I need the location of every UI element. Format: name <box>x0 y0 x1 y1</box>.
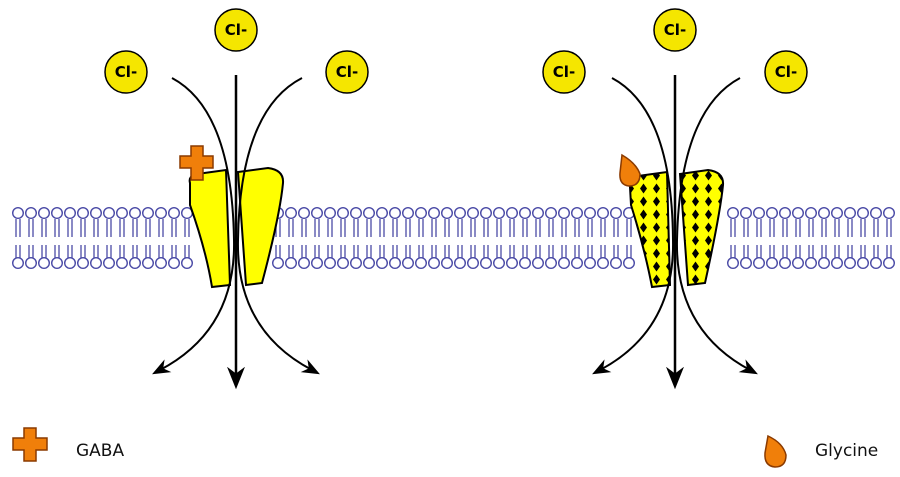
phospholipid <box>52 208 63 269</box>
phospholipid <box>91 208 102 269</box>
phospholipid <box>546 208 557 269</box>
glycine-receptor-channel <box>600 75 750 378</box>
phospholipid <box>806 208 817 269</box>
phospholipid <box>832 208 843 269</box>
phospholipid <box>468 208 479 269</box>
phospholipid <box>351 208 362 269</box>
phospholipid <box>39 208 50 269</box>
phospholipid <box>598 208 609 269</box>
phospholipid <box>169 208 180 269</box>
legend-gaba: GABA <box>13 428 124 461</box>
phospholipid <box>884 208 895 269</box>
phospholipid <box>312 208 323 269</box>
phospholipid <box>481 208 492 269</box>
legend-glycine: Glycine <box>765 436 878 467</box>
chloride-ion: Cl- <box>215 9 257 51</box>
phospholipid <box>156 208 167 269</box>
phospholipid <box>13 208 24 269</box>
phospholipid <box>845 208 856 269</box>
chloride-ion-label: Cl- <box>336 63 358 81</box>
chloride-ion-label: Cl- <box>225 21 247 39</box>
phospholipid <box>507 208 518 269</box>
gaba-legend-label: GABA <box>76 441 124 461</box>
phospholipid <box>390 208 401 269</box>
phospholipid <box>871 208 882 269</box>
gaba-channel-left-subunit <box>190 170 230 287</box>
phospholipid <box>325 208 336 269</box>
chloride-ion: Cl- <box>326 51 368 93</box>
glycine-channel-left-subunit <box>630 172 670 287</box>
phospholipid <box>65 208 76 269</box>
phospholipid <box>78 208 89 269</box>
phospholipid <box>858 208 869 269</box>
phospholipid <box>728 208 739 269</box>
phospholipid <box>117 208 128 269</box>
phospholipid <box>182 208 193 269</box>
glycine-legend-icon <box>765 436 786 467</box>
chloride-ion: Cl- <box>765 51 807 93</box>
glycine-ligand-icon <box>620 155 640 186</box>
phospholipid <box>364 208 375 269</box>
phospholipid <box>520 208 531 269</box>
chloride-ion-label: Cl- <box>775 63 797 81</box>
phospholipid <box>299 208 310 269</box>
phospholipid <box>429 208 440 269</box>
gaba-legend-icon <box>13 428 47 461</box>
phospholipid <box>572 208 583 269</box>
chloride-ion-label: Cl- <box>115 63 137 81</box>
phospholipid <box>624 208 635 269</box>
phospholipid <box>403 208 414 269</box>
phospholipid <box>143 208 154 269</box>
phospholipid <box>741 208 752 269</box>
chloride-ion: Cl- <box>543 51 585 93</box>
phospholipid <box>455 208 466 269</box>
chloride-ion-label: Cl- <box>664 21 686 39</box>
phospholipid <box>26 208 37 269</box>
lipid-bilayer-membrane <box>13 208 895 269</box>
chloride-ion-label: Cl- <box>553 63 575 81</box>
phospholipid <box>494 208 505 269</box>
glycine-legend-label: Glycine <box>815 441 878 461</box>
phospholipid <box>767 208 778 269</box>
phospholipid <box>585 208 596 269</box>
chloride-ion: Cl- <box>654 9 696 51</box>
phospholipid <box>416 208 427 269</box>
glycine-channel-right-subunit <box>680 170 723 285</box>
phospholipid <box>442 208 453 269</box>
phospholipid <box>377 208 388 269</box>
phospholipid <box>130 208 141 269</box>
phospholipid <box>559 208 570 269</box>
phospholipid <box>104 208 115 269</box>
phospholipid <box>754 208 765 269</box>
phospholipid <box>533 208 544 269</box>
phospholipid <box>611 208 622 269</box>
phospholipid <box>793 208 804 269</box>
phospholipid <box>286 208 297 269</box>
phospholipid <box>780 208 791 269</box>
phospholipid <box>819 208 830 269</box>
phospholipid <box>338 208 349 269</box>
chloride-ion: Cl- <box>105 51 147 93</box>
